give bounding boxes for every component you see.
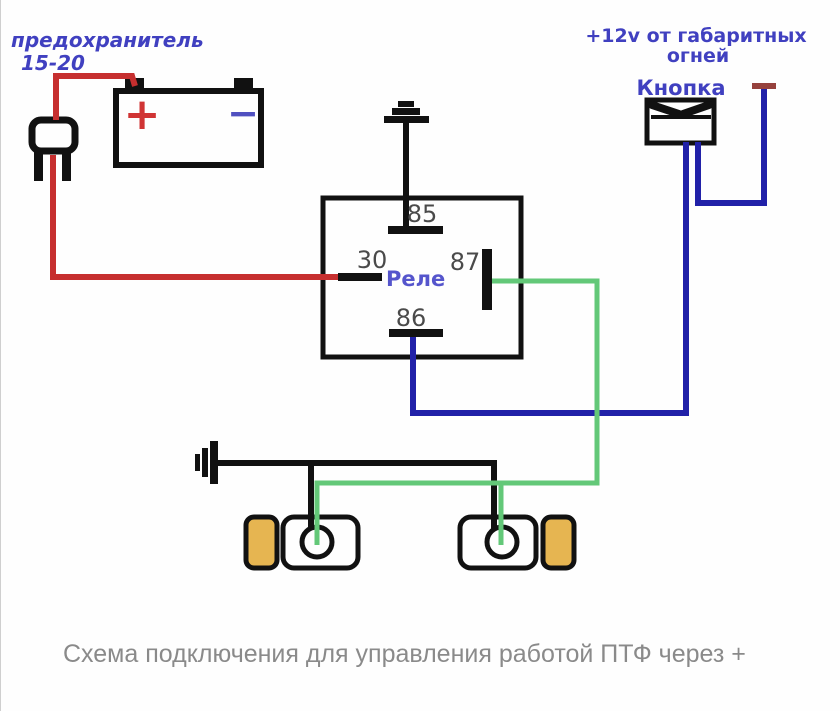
button-rocker-left bbox=[648, 101, 683, 118]
chassis-ground-icon bbox=[195, 441, 218, 484]
red-wire-battery-to-fuse bbox=[53, 73, 138, 120]
button-rocker-right bbox=[679, 101, 713, 118]
relay-pin30-label: 30 bbox=[357, 246, 388, 274]
relay-ground-icon bbox=[384, 101, 429, 230]
green-wire-pin87-to-lamps bbox=[314, 278, 600, 545]
fog-lamp-left bbox=[243, 514, 361, 571]
diagram-caption: Схема подключения для управления работой… bbox=[63, 640, 746, 668]
fog-lamp-right-body bbox=[457, 514, 539, 571]
ground-bar-top bbox=[398, 101, 414, 107]
red-wire-fuse-to-pin30 bbox=[50, 155, 343, 280]
battery-plus-sign: + bbox=[124, 89, 161, 140]
relay-pin86-label: 86 bbox=[396, 304, 427, 332]
fog-lamp-left-body bbox=[280, 514, 361, 571]
fog-lamp-left-lens bbox=[243, 514, 280, 571]
button-symbol bbox=[644, 97, 717, 146]
fog-lamp-right-lens bbox=[540, 514, 577, 571]
relay-pin86-bar bbox=[389, 329, 443, 337]
fuse-body bbox=[28, 116, 79, 155]
relay-pin85-label: 85 bbox=[407, 200, 438, 228]
fog-lamp-right bbox=[457, 514, 577, 571]
plus12-source-label-line1: +12v от габаритных bbox=[585, 25, 806, 47]
relay-pin30-bar bbox=[338, 273, 382, 281]
relay-label: Реле bbox=[386, 267, 445, 291]
relay-pin85-bar bbox=[388, 226, 443, 234]
button-body bbox=[644, 97, 717, 146]
battery-symbol: + − bbox=[113, 78, 264, 168]
ground-bar-middle bbox=[392, 108, 420, 115]
fuse-leg-left bbox=[34, 152, 43, 181]
battery-minus-sign: − bbox=[227, 91, 259, 135]
battery-body bbox=[113, 88, 264, 168]
relay-pin87-bar bbox=[482, 249, 492, 310]
lamp-ground-wire bbox=[217, 460, 497, 530]
plus12-source-label-line2: огней bbox=[667, 45, 729, 67]
ground-bar-bottom bbox=[384, 116, 429, 123]
battery-negative-terminal bbox=[234, 78, 253, 90]
ground-bar-medium bbox=[202, 448, 208, 477]
ground-bar-large bbox=[210, 441, 218, 484]
plus12-tap-mark bbox=[752, 83, 776, 89]
relay-pin87-label: 87 bbox=[450, 248, 481, 276]
fuse-leg-right bbox=[62, 152, 71, 181]
fuse-name-label: предохранитель bbox=[11, 28, 204, 52]
ground-bar-small bbox=[195, 454, 200, 471]
fuse-rating-label: 15-20 bbox=[21, 51, 85, 75]
button-label: Кнопка bbox=[636, 76, 725, 100]
blue-wire-pin86-to-button bbox=[410, 142, 689, 416]
blue-wire-button-to-plus12 bbox=[695, 86, 767, 206]
